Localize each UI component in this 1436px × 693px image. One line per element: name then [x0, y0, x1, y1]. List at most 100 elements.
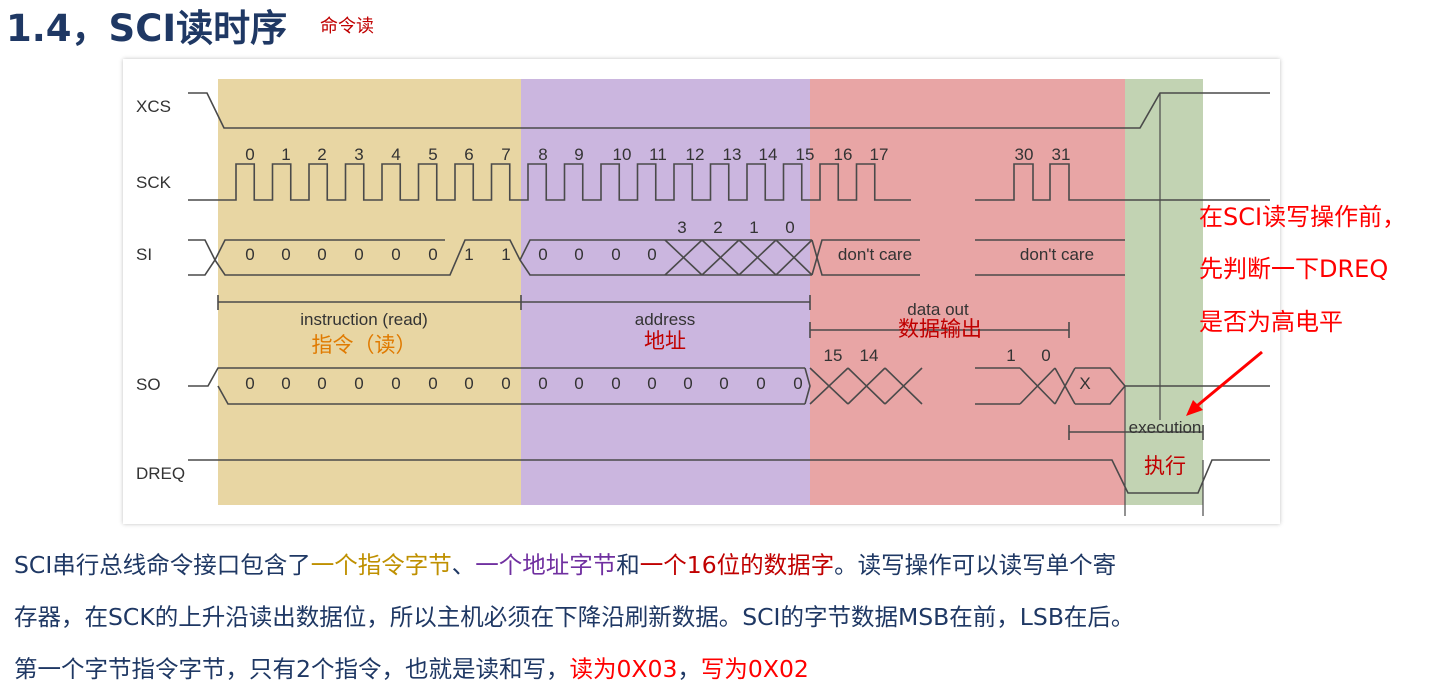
si-address-bit: 2	[713, 218, 722, 237]
sck-bit-number: 15	[796, 145, 815, 164]
desc-text: ，	[677, 655, 701, 683]
note-text-line: 先判断一下DREQ	[1199, 255, 1388, 283]
note-arrow	[1186, 350, 1263, 416]
so-bit: 0	[245, 374, 254, 393]
sck-bit-number: 31	[1052, 145, 1071, 164]
xcs-waveform	[188, 92, 1270, 129]
note-text-line: 是否为高电平	[1199, 308, 1343, 336]
data-out-span-line	[809, 322, 1070, 338]
si-address-bit: 3	[677, 218, 686, 237]
so-bit: 0	[647, 374, 656, 393]
signal-label-dreq: DREQ	[136, 464, 185, 483]
sck-bit-number: 6	[464, 145, 473, 164]
page-subtitle: 命令读	[320, 16, 374, 37]
execution-cn-label: 执行	[1144, 454, 1186, 478]
so-bit: 0	[683, 374, 692, 393]
desc-data-word: 一个16位的数据字	[639, 551, 835, 579]
si-bit: 0	[538, 245, 547, 264]
note-arrow-head	[1186, 400, 1203, 416]
si-dontcare-top	[811, 239, 1125, 276]
data-region	[810, 79, 1125, 505]
page-title: 1.4，SCI读时序	[6, 7, 288, 50]
so-data-crossings	[804, 367, 923, 405]
sck-waveform	[188, 163, 911, 201]
desc-text: SCI串行总线命令接口包含了	[14, 551, 311, 579]
so-bit: 0	[538, 374, 547, 393]
signal-label-xcs: XCS	[136, 97, 171, 116]
sck-bit-number: 9	[574, 145, 583, 164]
so-bit: 0	[756, 374, 765, 393]
sck-bit-number: 5	[428, 145, 437, 164]
sck-bit-number: 4	[391, 145, 400, 164]
sck-waveform-tail	[975, 163, 1100, 201]
si-bit: 0	[574, 245, 583, 264]
sck-bit-number: 8	[538, 145, 547, 164]
sck-bit-number: 17	[870, 145, 889, 164]
si-dont-care-label-2: don't care	[1020, 245, 1094, 264]
address-label: address	[635, 310, 695, 329]
so-bit: 0	[464, 374, 473, 393]
desc-write-command: 写为0X02	[700, 655, 809, 683]
si-address-bit: 1	[749, 218, 758, 237]
si-bit: 0	[611, 245, 620, 264]
data-out-label: data out	[907, 300, 969, 319]
address-region	[521, 79, 810, 505]
sck-bit-number: 30	[1015, 145, 1034, 164]
sck-bit-number: 12	[686, 145, 705, 164]
execution-span-left	[1068, 425, 1125, 440]
si-bit: 0	[317, 245, 326, 264]
sck-bit-number: 16	[834, 145, 853, 164]
signal-label-sck: SCK	[136, 173, 172, 192]
si-bit: 1	[464, 245, 473, 264]
si-dontcare-bottom	[811, 239, 1125, 276]
so-high-bit: 15	[824, 346, 843, 365]
so-bit: 0	[354, 374, 363, 393]
sck-bit-number: 2	[317, 145, 326, 164]
sck-bit-number: 11	[649, 145, 667, 164]
so-bit: 0	[317, 374, 326, 393]
sck-bit-number: 14	[759, 145, 778, 164]
si-address-crossings	[664, 239, 813, 276]
si-bit: 0	[391, 245, 400, 264]
si-address-bit: 0	[785, 218, 794, 237]
sck-bit-number: 0	[245, 145, 254, 164]
desc-address-byte: 一个地址字节	[475, 551, 617, 579]
so-bit: 0	[793, 374, 802, 393]
so-bit: 0	[391, 374, 400, 393]
si-bit: 1	[501, 245, 510, 264]
so-bit: 0	[719, 374, 728, 393]
execution-markers	[1124, 386, 1204, 516]
so-bit: 0	[428, 374, 437, 393]
so-low-bit: 0	[1041, 346, 1050, 365]
so-bit: 0	[574, 374, 583, 393]
si-bit: 0	[428, 245, 437, 264]
si-dont-care-label: don't care	[838, 245, 912, 264]
so-x-bit: X	[1079, 374, 1090, 393]
desc-text: 第一个字节指令字节，只有2个指令，也就是读和写，	[14, 655, 570, 683]
instruction-cn-label: 指令（读）	[312, 333, 417, 357]
so-bit: 0	[501, 374, 510, 393]
si-bit: 0	[647, 245, 656, 264]
desc-text: 和	[616, 551, 640, 579]
sck-bit-number: 3	[354, 145, 363, 164]
desc-read-command: 读为0X03	[569, 655, 678, 683]
si-start-edge	[188, 239, 216, 276]
address-span-line	[521, 295, 811, 310]
so-bit: 0	[281, 374, 290, 393]
sck-bit-number: 7	[501, 145, 510, 164]
si-bit: 0	[245, 245, 254, 264]
so-zero-line	[188, 367, 805, 405]
si-bit: 0	[354, 245, 363, 264]
description-line-2: 存器，在SCK的上升沿读出数据位，所以主机必须在下降沿刷新数据。SCI的字节数据…	[14, 603, 1135, 631]
desc-text: 、	[451, 551, 476, 579]
instruction-region	[218, 79, 521, 505]
so-low-bit: 1	[1006, 346, 1015, 365]
execution-label: execution	[1129, 418, 1202, 437]
desc-text: 。读写操作可以读写单个寄	[834, 551, 1117, 579]
note-arrow-shaft	[1191, 350, 1263, 412]
so-high-bit: 14	[860, 346, 879, 365]
description-line-3: 第一个字节指令字节，只有2个指令，也就是读和写，读为0X03，写为0X02	[14, 653, 1426, 685]
si-bit: 0	[281, 245, 290, 264]
instruction-label: instruction (read)	[300, 310, 428, 329]
